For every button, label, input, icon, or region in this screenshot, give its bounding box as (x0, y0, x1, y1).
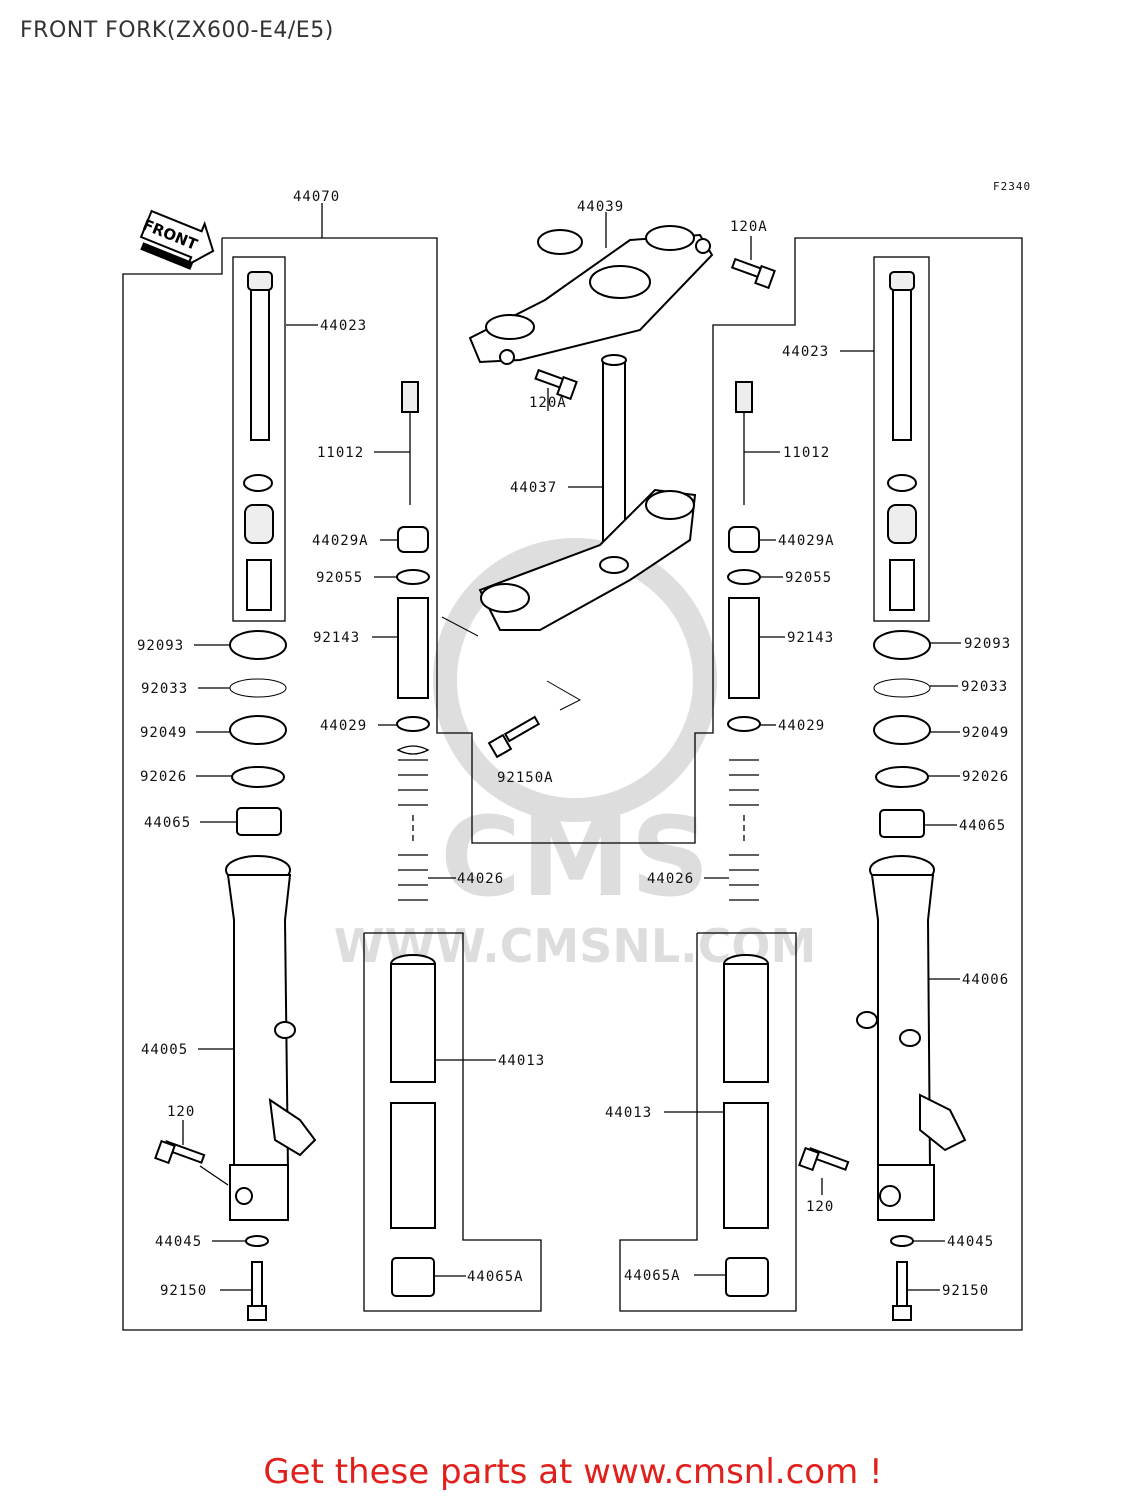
label-92143-left: 92143 (313, 630, 360, 646)
page-title: FRONT FORK(ZX600-E4/E5) (20, 18, 334, 43)
bolt-92150a (487, 715, 541, 759)
label-44037: 44037 (510, 480, 557, 496)
label-92093-left: 92093 (137, 638, 184, 654)
label-44029a-right: 44029A (778, 533, 835, 549)
left-inner-tube-box (363, 932, 542, 1312)
label-44029-right: 44029 (778, 718, 825, 734)
label-92093-right: 92093 (964, 636, 1011, 652)
label-44005: 44005 (141, 1042, 188, 1058)
washer-44045-left (245, 1235, 269, 1247)
label-92150-right: 92150 (942, 1283, 989, 1299)
bolt-120-left (154, 1139, 206, 1165)
right-damper-rod-part (735, 381, 753, 505)
label-44039: 44039 (577, 199, 624, 215)
left-assembly-outline (122, 237, 1023, 1331)
label-44026-right: 44026 (647, 871, 694, 887)
left-damper-rod-part (401, 381, 419, 505)
washer-44045-right (890, 1235, 914, 1247)
label-11012-left: 11012 (317, 445, 364, 461)
watermark-brand: CMS (440, 793, 709, 921)
left-fork-cap-parts (243, 271, 274, 611)
right-outer-tube-part (856, 855, 967, 1221)
label-44029a-left: 44029A (312, 533, 369, 549)
label-44023-left: 44023 (320, 318, 367, 334)
bolt-120-right (798, 1146, 850, 1172)
label-92026-left: 92026 (140, 769, 187, 785)
label-120-left: 120 (167, 1104, 195, 1120)
label-92143-right: 92143 (787, 630, 834, 646)
label-44065-right: 44065 (959, 818, 1006, 834)
label-44045-right: 44045 (947, 1234, 994, 1250)
label-44013-right: 44013 (605, 1105, 652, 1121)
right-center-stack (727, 526, 761, 901)
label-44023-right: 44023 (782, 344, 829, 360)
part-labels: 44070 44039 120A 120A 44023 44023 11012 … (137, 189, 1011, 1299)
label-44006: 44006 (962, 972, 1009, 988)
label-11012-right: 11012 (783, 445, 830, 461)
ref-line-1 (441, 616, 479, 637)
right-inner-tube-part (723, 954, 769, 1297)
stem-lower-bracket-part (478, 354, 697, 631)
label-44065-left: 44065 (144, 815, 191, 831)
right-seal-stack (873, 630, 931, 838)
label-92049-left: 92049 (140, 725, 187, 741)
label-92150-left: 92150 (160, 1283, 207, 1299)
left-seal-stack (229, 630, 287, 836)
left-outer-tube-part (225, 855, 317, 1221)
label-44026-left: 44026 (457, 871, 504, 887)
label-44065a-left: 44065A (467, 1269, 524, 1285)
label-92033-left: 92033 (141, 681, 188, 697)
label-92026-right: 92026 (962, 769, 1009, 785)
bolt-92150-left (247, 1261, 267, 1321)
label-92033-right: 92033 (961, 679, 1008, 695)
label-120a-top: 120A (730, 219, 768, 235)
bolt-120a-top (730, 257, 776, 290)
label-120a-mid: 120A (529, 395, 567, 411)
label-92150a: 92150A (497, 770, 554, 786)
label-44070: 44070 (293, 189, 340, 205)
bolt-92150-right (892, 1261, 912, 1321)
label-44045-left: 44045 (155, 1234, 202, 1250)
leader-lines (182, 212, 961, 1291)
left-cap-group-box (232, 256, 286, 622)
label-92055-right: 92055 (785, 570, 832, 586)
left-inner-tube-part (390, 954, 436, 1297)
label-92049-right: 92049 (962, 725, 1009, 741)
right-inner-tube-box (619, 932, 797, 1312)
right-cap-group-box (873, 256, 930, 622)
left-center-stack (396, 526, 430, 901)
bolt-120a-mid (534, 368, 578, 401)
footer-cta-link[interactable]: Get these parts at www.cmsnl.com ! (263, 1452, 883, 1492)
label-120-right: 120 (806, 1199, 834, 1215)
label-44029-left: 44029 (320, 718, 367, 734)
label-44013-left: 44013 (498, 1053, 545, 1069)
figure-code: F2340 (993, 180, 1031, 193)
right-fork-cap-parts (887, 271, 917, 611)
parts-diagram: CMS WWW.CMSNL.COM F2340 FRONT (122, 180, 1031, 1331)
ref-line-2 (546, 680, 582, 711)
upper-bracket-part (468, 225, 714, 365)
label-44065a-right: 44065A (624, 1268, 681, 1284)
label-92055-left: 92055 (316, 570, 363, 586)
front-arrow-icon: FRONT (139, 209, 215, 270)
